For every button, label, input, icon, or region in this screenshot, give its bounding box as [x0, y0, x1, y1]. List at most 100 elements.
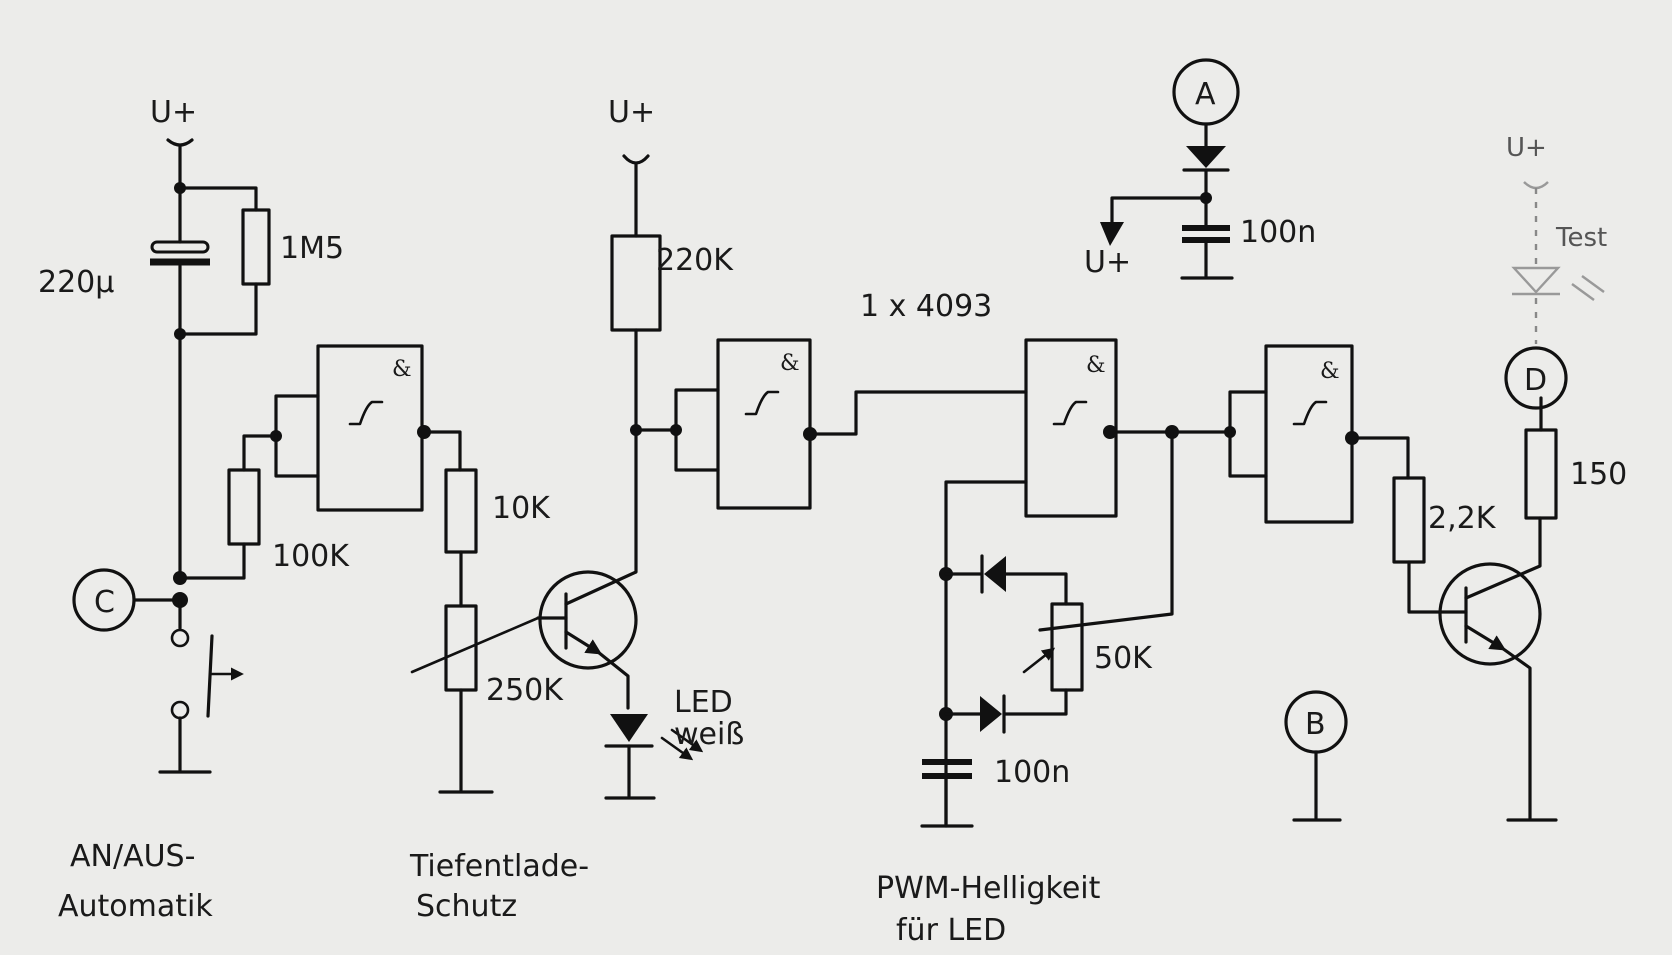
wire: [1228, 390, 1268, 434]
supply-output-arrow: [1100, 222, 1124, 246]
junction: [174, 328, 186, 340]
wire: [596, 650, 630, 710]
terminal-c-label: C: [94, 585, 115, 620]
potentiometer-250k: [444, 604, 478, 692]
diode-supply: [1186, 146, 1226, 168]
wire: [178, 282, 258, 336]
capacitor-100n-top-label: 100n: [1240, 215, 1316, 250]
potentiometer-250k-label: 250K: [486, 673, 564, 708]
gate-3-symbol: &: [1086, 353, 1106, 378]
test-label: Test: [1555, 223, 1607, 253]
schmitt-trigger-symbol: [744, 390, 780, 416]
supply-label-4: U+: [1506, 133, 1547, 163]
test-led: [1511, 266, 1561, 294]
transistor-2-collector: [1464, 516, 1542, 600]
wire: [429, 430, 462, 472]
potentiometer-50k-label: 50K: [1094, 641, 1153, 676]
transistor-2-emitter: [1464, 624, 1507, 651]
wire: [1038, 430, 1174, 632]
gate-4-symbol: &: [1320, 359, 1340, 384]
wire: [1357, 436, 1410, 480]
on-off-automatic-section: U+ 1M5 220µ 100K C: [38, 95, 462, 774]
potentiometer-50k: [1050, 602, 1084, 692]
wire: [274, 394, 320, 438]
gate-2-output: [803, 427, 817, 441]
caption-pwm-line1: PWM-Helligkeit: [876, 871, 1101, 906]
wire: [178, 542, 246, 580]
transistor-1-collector: [564, 428, 638, 606]
supply-label-2: U+: [608, 95, 655, 130]
wire: [274, 434, 320, 478]
resistor-150-label: 150: [1570, 457, 1627, 492]
capacitor-220u-plate-positive: [150, 240, 210, 254]
potentiometer-50k-wiper: [1022, 647, 1056, 674]
resistor-150: [1524, 428, 1558, 520]
test-led-ray: [1571, 283, 1595, 301]
diode-2: [980, 696, 1002, 732]
wire: [1110, 196, 1208, 234]
terminal-a-label: A: [1195, 77, 1216, 112]
button-contact-bottom: [170, 700, 190, 720]
caption-on-off-line2: Automatik: [58, 889, 213, 924]
test-led-ray: [1581, 275, 1605, 293]
captions: AN/AUS- Automatik Tiefentlade- Schutz PW…: [58, 839, 1101, 948]
transistor-npn-2: [1438, 562, 1542, 666]
led-light-ray: [670, 728, 704, 753]
schmitt-trigger-symbol: [1292, 400, 1328, 426]
capacitor-100n-bottom-label: 100n: [994, 755, 1070, 790]
wire: [178, 186, 258, 212]
terminal-d-label: D: [1524, 363, 1547, 398]
capacitor-220u-label: 220µ: [38, 265, 114, 300]
supply-label-1: U+: [150, 95, 197, 130]
ic-supply-section: 1 x 4093 A U+ 100n: [860, 58, 1316, 324]
wire: [1500, 646, 1532, 820]
led-white: [610, 714, 648, 742]
caption-deep-discharge-line2: Schutz: [416, 889, 517, 924]
led-white-label-line2: weiß: [674, 717, 744, 752]
supply-label-3: U+: [1084, 245, 1131, 280]
resistor-10k: [444, 468, 478, 554]
gate-3-output: [1103, 425, 1117, 439]
terminal-d: [1504, 346, 1568, 410]
push-button-lever: [206, 634, 214, 718]
gate-2-symbol: &: [780, 351, 800, 376]
resistor-2k2-label: 2,2K: [1428, 501, 1497, 536]
supply-terminal-1: [166, 138, 194, 147]
wire: [242, 434, 278, 472]
wire: [674, 388, 720, 432]
terminal-b-label: B: [1305, 707, 1326, 742]
resistor-1m5: [241, 208, 271, 286]
wire: [1004, 572, 1068, 606]
schmitt-trigger-symbol: [348, 400, 384, 426]
deep-discharge-protection-section: 10K 250K LED weiß U+ 220K: [410, 95, 1028, 800]
resistor-100k: [227, 468, 261, 546]
led-white-label-line1: LED: [674, 685, 733, 720]
led-light-ray: [660, 736, 694, 761]
transistor-1-emitter: [564, 630, 603, 655]
supply-terminal-4: [1523, 181, 1549, 190]
transistor-npn-1: [538, 570, 638, 670]
wire: [674, 428, 720, 472]
potentiometer-250k-wiper: [410, 616, 540, 674]
diode-1: [984, 556, 1006, 592]
output-driver-section: 2,2K 150 D U+ Test B: [1284, 133, 1627, 822]
gate-4-output: [1345, 431, 1359, 445]
resistor-100k-label: 100K: [272, 539, 350, 574]
gate-1-symbol: &: [392, 357, 412, 382]
resistor-220k: [610, 234, 662, 332]
caption-pwm-line2: für LED: [896, 913, 1006, 948]
resistor-10k-label: 10K: [492, 491, 551, 526]
nand-gate-3: [1024, 338, 1118, 518]
pwm-brightness-section: & 50K 100n &: [920, 338, 1410, 828]
caption-deep-discharge-line1: Tiefentlade-: [409, 849, 589, 884]
ic-label: 1 x 4093: [860, 289, 992, 324]
supply-terminal-2: [622, 154, 650, 165]
resistor-220k-label: 220K: [656, 243, 734, 278]
schmitt-trigger-symbol: [1052, 400, 1088, 426]
wire: [815, 390, 1028, 436]
caption-on-off-line1: AN/AUS-: [70, 839, 195, 874]
wire: [1228, 430, 1268, 478]
wire: [1407, 560, 1468, 614]
resistor-1m5-label: 1M5: [280, 231, 344, 266]
